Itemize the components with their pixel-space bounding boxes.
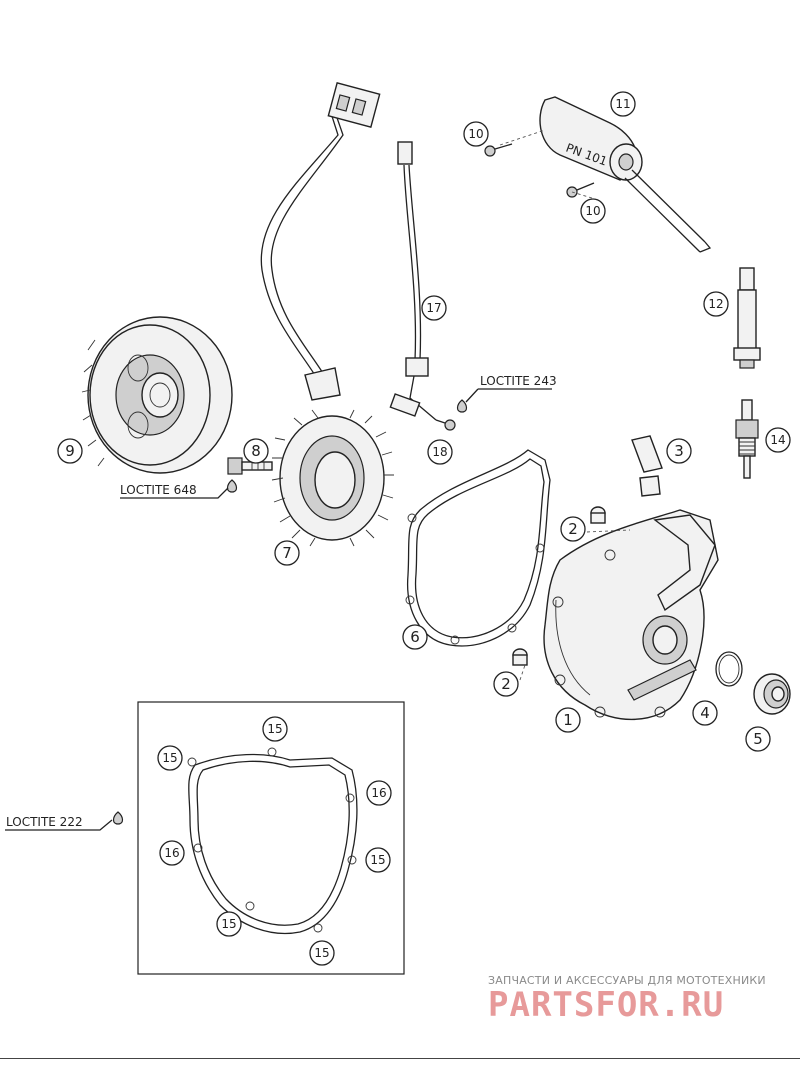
spark-plug-part xyxy=(735,399,759,479)
svg-text:15: 15 xyxy=(314,946,329,960)
watermark-tagline: ЗАПЧАСТИ И АКСЕССУАРЫ ДЛЯ МОТОТЕХНИКИ xyxy=(488,974,766,987)
callout-1: 1 xyxy=(555,707,581,733)
svg-text:11: 11 xyxy=(615,97,630,111)
callout-7: 7 xyxy=(274,540,300,566)
svg-text:2: 2 xyxy=(501,675,511,693)
callout-15-b: 15 xyxy=(157,745,183,771)
svg-text:8: 8 xyxy=(251,442,261,460)
callout-6: 6 xyxy=(402,624,428,650)
leader-2-bottom xyxy=(519,664,526,681)
callout-14: 14 xyxy=(765,427,791,453)
stator-part xyxy=(260,82,394,547)
svg-text:7: 7 xyxy=(282,544,292,562)
sensor-element-part xyxy=(631,435,663,497)
svg-text:16: 16 xyxy=(164,846,179,860)
gasket-part xyxy=(405,449,551,647)
leader-10-top xyxy=(499,129,546,146)
svg-text:18: 18 xyxy=(432,445,447,459)
callout-2-top: 2 xyxy=(560,516,586,542)
callout-15-c: 15 xyxy=(365,847,391,873)
callout-4: 4 xyxy=(692,700,718,726)
svg-text:16: 16 xyxy=(371,786,386,800)
callout-16-a: 16 xyxy=(366,780,392,806)
svg-text:17: 17 xyxy=(426,301,441,315)
svg-text:15: 15 xyxy=(370,853,385,867)
callout-10-bottom: 10 xyxy=(580,198,606,224)
svg-text:5: 5 xyxy=(753,730,763,748)
svg-text:2: 2 xyxy=(568,520,578,538)
loctite-648-label: LOCTITE 648 xyxy=(120,483,197,497)
callout-15-a: 15 xyxy=(262,716,288,742)
callout-8: 8 xyxy=(243,438,269,464)
ignition-coil-part: PN 101 xyxy=(484,96,712,253)
svg-text:4: 4 xyxy=(700,704,710,722)
svg-text:9: 9 xyxy=(65,442,75,460)
svg-text:6: 6 xyxy=(410,628,420,646)
loctite-drops xyxy=(112,399,468,825)
callout-17: 17 xyxy=(421,295,447,321)
svg-text:10: 10 xyxy=(468,127,483,141)
sensor-cable-part xyxy=(389,141,456,431)
svg-text:10: 10 xyxy=(585,204,600,218)
callout-5: 5 xyxy=(745,726,771,752)
spark-plug-connector-part xyxy=(733,267,761,369)
loctite-222-leader xyxy=(5,819,113,831)
svg-text:1: 1 xyxy=(563,711,573,729)
callout-10-top: 10 xyxy=(463,121,489,147)
dowel-pins-part xyxy=(512,506,606,666)
callout-16-b: 16 xyxy=(159,840,185,866)
o-ring-part xyxy=(715,651,743,687)
callout-18: 18 xyxy=(427,439,453,465)
callout-15-d: 15 xyxy=(216,911,242,937)
bottom-divider xyxy=(0,1058,800,1059)
svg-text:14: 14 xyxy=(770,433,785,447)
callout-3: 3 xyxy=(666,438,692,464)
callout-12: 12 xyxy=(703,291,729,317)
svg-text:3: 3 xyxy=(674,442,684,460)
screw-plug-part xyxy=(753,673,791,715)
loctite-243-label: LOCTITE 243 xyxy=(480,374,557,388)
flywheel-part xyxy=(81,316,233,474)
loctite-648-leader xyxy=(120,487,229,499)
svg-text:15: 15 xyxy=(221,917,236,931)
loctite-243-leader xyxy=(465,388,552,403)
svg-text:15: 15 xyxy=(267,722,282,736)
callout-2-bottom: 2 xyxy=(493,671,519,697)
gasket-detail-box xyxy=(137,701,405,975)
callout-15-e: 15 xyxy=(309,940,335,966)
watermark-brand: PARTSFOR.RU xyxy=(488,985,725,1025)
svg-text:15: 15 xyxy=(162,751,177,765)
leader-2-top xyxy=(586,529,631,533)
callout-11: 11 xyxy=(610,91,636,117)
callout-9: 9 xyxy=(57,438,83,464)
loctite-222-label: LOCTITE 222 xyxy=(6,815,83,829)
ignition-cover-part xyxy=(543,509,719,721)
svg-text:12: 12 xyxy=(708,297,723,311)
